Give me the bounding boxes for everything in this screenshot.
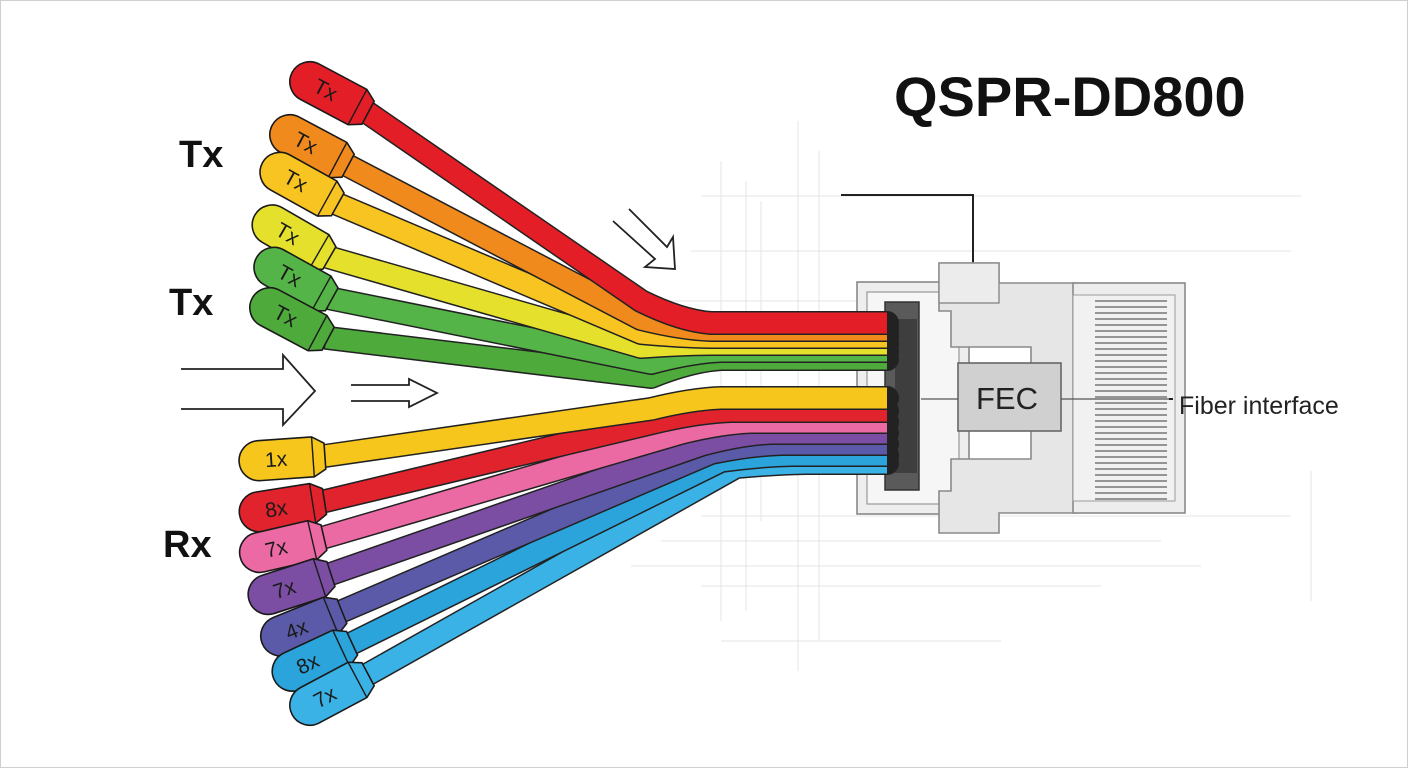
plug-collar <box>316 180 338 217</box>
plug-collar <box>332 629 351 667</box>
direction-arrows <box>181 208 676 428</box>
plug-collar <box>308 483 317 524</box>
plug-label: 8x <box>264 496 290 522</box>
small-double-arrow-icon <box>351 377 440 409</box>
plug-8: 8x <box>238 482 328 533</box>
plug-4: Tx <box>251 204 337 271</box>
transceiver-module <box>841 194 1186 534</box>
plug-collar <box>310 275 332 312</box>
plug-collar <box>308 234 330 270</box>
plug-6: Tx <box>249 286 336 352</box>
plug-2: Tx <box>269 113 356 179</box>
plug-collar <box>312 558 327 597</box>
plug-3: Tx <box>259 151 345 217</box>
cable-body <box>320 400 887 512</box>
plug-collar <box>322 596 339 635</box>
plug-body <box>259 151 345 217</box>
plug-1: Tx <box>289 60 376 126</box>
plug-13: 7x <box>289 661 376 727</box>
plug-collar <box>307 520 318 560</box>
plug-collar <box>307 315 328 352</box>
diagonal-double-arrow-icon <box>612 208 676 270</box>
large-double-arrow-icon <box>181 352 317 428</box>
fiber-cable-8 <box>310 399 899 514</box>
plug-collar <box>347 661 368 698</box>
plug-12: 8x <box>271 629 359 692</box>
plug-collar <box>327 142 348 179</box>
fiber-cable-1 <box>354 99 899 335</box>
plug-7: 1x <box>238 436 327 482</box>
plug-collar <box>310 436 316 477</box>
cable-body <box>321 387 887 467</box>
fiber-cable-7 <box>310 386 899 469</box>
fec-block <box>957 362 1062 432</box>
plug-body <box>249 286 336 352</box>
fec-label: FEC <box>976 381 1038 416</box>
plug-label: 1x <box>264 448 288 473</box>
fiber-interface-callout: Fiber interface <box>1179 392 1339 420</box>
plug-11: 4x <box>260 596 348 657</box>
tx-mid-label: Tx <box>169 282 213 324</box>
diagram-title: QSPR-DD800 <box>894 65 1246 128</box>
heatsink-fins <box>1095 300 1167 500</box>
tx-top-label: Tx <box>179 134 223 176</box>
plug-collar <box>347 89 368 126</box>
rx-label: Rx <box>163 524 212 566</box>
plug-body <box>289 661 376 727</box>
cable-body <box>360 103 887 334</box>
